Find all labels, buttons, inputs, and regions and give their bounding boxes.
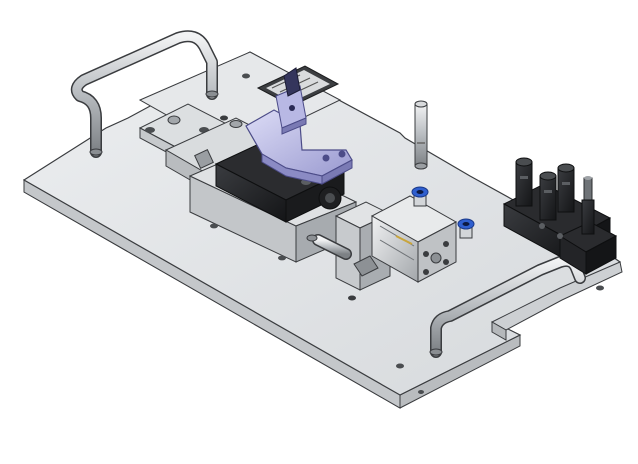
valve-cartridge — [557, 163, 575, 213]
air-fitting — [411, 186, 429, 207]
bolt-icon — [145, 127, 155, 133]
pneumatic-cylinder — [312, 186, 475, 291]
mounting-hole — [418, 390, 424, 394]
valve-manifold — [502, 157, 618, 275]
valve-cartridge — [515, 157, 533, 207]
valve-cartridge — [539, 171, 557, 221]
plate-bolts — [220, 115, 356, 301]
bolt-icon — [167, 115, 181, 125]
toggle-clamp — [194, 120, 346, 223]
mounting-hole — [242, 73, 250, 79]
mounting-hole — [396, 363, 404, 369]
clamp-arm — [245, 67, 353, 185]
handle-left — [70, 30, 219, 158]
connector-cable — [581, 176, 595, 235]
air-fitting — [457, 218, 475, 239]
mounting-hole — [596, 285, 604, 291]
locating-pin — [414, 100, 428, 170]
